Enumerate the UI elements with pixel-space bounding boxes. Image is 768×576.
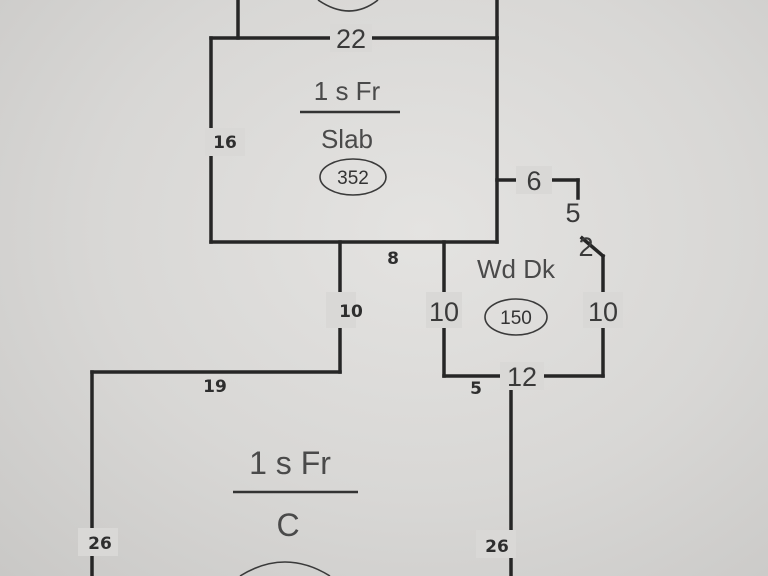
- lower-story-label: 1 s Fr: [249, 445, 331, 481]
- deck-dim-bottom: 12: [507, 362, 537, 392]
- deck-dim-right-upper: 5: [565, 198, 580, 228]
- upper-area-label: 1 s Fr Slab 352: [300, 76, 400, 196]
- upper-dim-top: 22: [336, 24, 366, 54]
- lower-dim-right: 26: [485, 537, 509, 557]
- deck-dim-top: 6: [526, 166, 541, 196]
- upper-badge-partial: [317, 0, 379, 12]
- upper-area-sqft: 352: [337, 168, 369, 189]
- upper-story-label: 1 s Fr: [314, 76, 381, 106]
- lower-dim-left: 26: [88, 534, 112, 554]
- lower-badge-partial: [239, 561, 331, 576]
- upper-foundation-label: Slab: [321, 124, 373, 154]
- upper-dim-bottom: 8: [387, 249, 399, 269]
- deck-area-label: Wd Dk 150: [477, 254, 556, 336]
- dimension-labels: 22 16 8 6 5 2 10 10 12 5 10 19 26 26: [78, 24, 623, 558]
- lower-dim-connector: 10: [339, 302, 363, 322]
- lower-area-label: 1 s Fr C: [233, 445, 358, 543]
- deck-dim-right: 10: [588, 297, 618, 327]
- deck-jog-top: [579, 235, 606, 259]
- deck-dim-left: 10: [429, 297, 459, 327]
- upper-dim-left: 16: [213, 133, 237, 153]
- deck-area-badge: [484, 298, 548, 336]
- deck-dim-bottom-jog: 5: [470, 379, 482, 399]
- deck-label: Wd Dk: [477, 254, 556, 284]
- deck-area-sqft: 150: [500, 308, 532, 329]
- lower-foundation-label: C: [276, 507, 299, 543]
- lower-dim-top: 19: [203, 377, 227, 397]
- deck-dim-jog: 2: [578, 232, 593, 262]
- upper-area-badge: [319, 158, 387, 196]
